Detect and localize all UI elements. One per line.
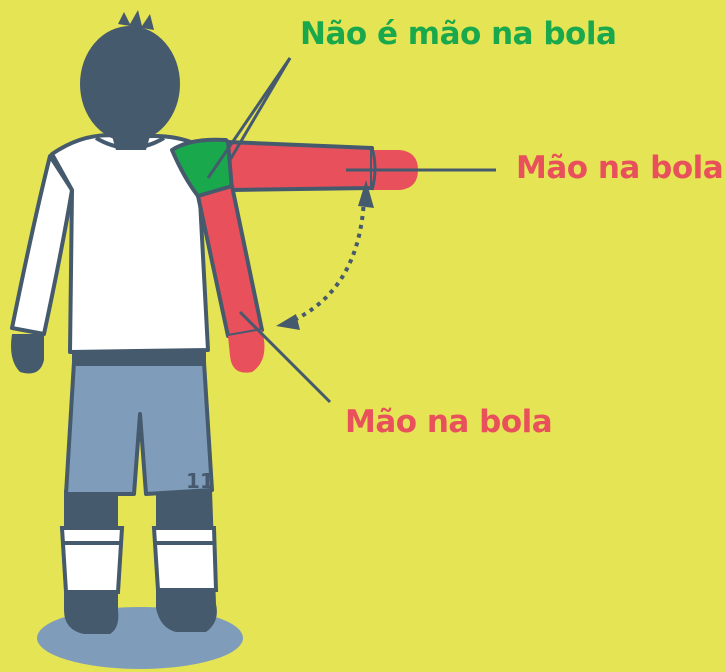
head (80, 10, 180, 150)
label-handball-raised-arm: Mão na bola (516, 150, 724, 186)
raised-arm (226, 140, 418, 192)
label-handball-lowered-arm: Mão na bola (345, 404, 553, 440)
shirt-number: 11 (186, 469, 214, 493)
lowered-arm (196, 184, 265, 373)
label-not-handball: Não é mão na bola (300, 16, 617, 52)
rotation-arrow (276, 180, 374, 330)
left-leg (59, 490, 125, 634)
arrow-head-up (358, 180, 374, 208)
arrow-head-left (276, 314, 300, 330)
pointer-lines (206, 57, 496, 404)
left-arm (10, 154, 74, 336)
right-leg (151, 490, 219, 632)
shorts (64, 360, 214, 496)
left-hand (11, 334, 44, 374)
